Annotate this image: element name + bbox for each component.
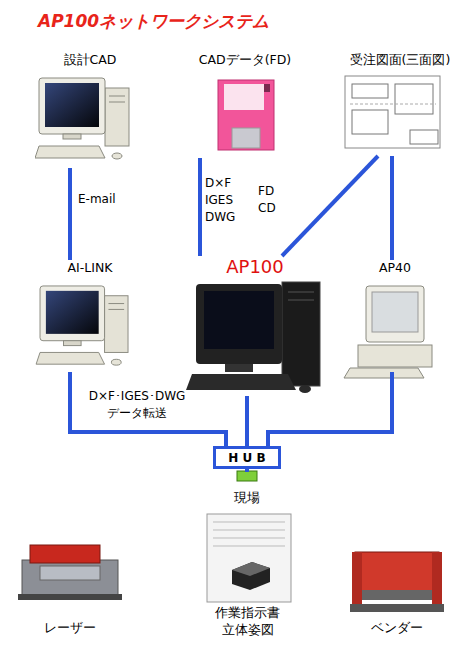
network-line bbox=[268, 372, 392, 446]
device-label: ベンダー bbox=[371, 620, 423, 637]
device-node: レーザー bbox=[12, 540, 128, 636]
network-line bbox=[245, 396, 249, 446]
device-node: 受注図面(三面図) bbox=[335, 52, 465, 156]
network-line bbox=[68, 168, 72, 260]
device-node: 設計CAD bbox=[30, 52, 150, 168]
network-line bbox=[282, 156, 378, 256]
ap100-computer bbox=[186, 282, 320, 393]
media-label: FD CD bbox=[258, 183, 284, 217]
device-node: CADデータ(FD) bbox=[185, 52, 305, 158]
diagram-title: AP100ネットワークシステム bbox=[38, 10, 269, 33]
device-label: CADデータ(FD) bbox=[199, 52, 291, 69]
device-node: AP40 bbox=[345, 260, 445, 372]
device-label: レーザー bbox=[44, 620, 96, 637]
network-line bbox=[245, 469, 249, 472]
laser-machine bbox=[18, 545, 122, 600]
site-marker bbox=[237, 471, 257, 481]
floppy-disk bbox=[218, 80, 274, 150]
device-node: ベンダー bbox=[342, 548, 452, 636]
work-instruction-sheet bbox=[207, 514, 291, 602]
device-node: AP100 bbox=[180, 256, 330, 396]
ap40-computer bbox=[344, 286, 432, 378]
connection-label: D×F･IGES･DWG データ転送 bbox=[82, 388, 192, 422]
bender-machine bbox=[350, 552, 444, 612]
device-label: 現場 bbox=[234, 490, 260, 507]
network-line bbox=[198, 158, 202, 256]
device-label: 作業指示書 立体姿図 bbox=[195, 605, 300, 638]
order-drawing bbox=[345, 76, 440, 148]
ai-link-computer bbox=[36, 286, 128, 365]
cad-computer bbox=[35, 78, 129, 159]
hub-box: H U B bbox=[213, 446, 281, 469]
device-label: AP40 bbox=[379, 260, 411, 277]
network-line bbox=[390, 156, 394, 260]
hub-label: H U B bbox=[228, 450, 265, 466]
connection-label: D×F IGES DWG bbox=[205, 175, 245, 226]
device-node: 現場 bbox=[222, 472, 272, 506]
device-label: 受注図面(三面図) bbox=[350, 52, 451, 69]
connection-label: E-mail bbox=[78, 191, 128, 208]
device-label: AP100 bbox=[226, 256, 284, 278]
network-line bbox=[70, 372, 226, 446]
device-label: 設計CAD bbox=[64, 52, 117, 69]
device-node: 作業指示書 立体姿図 bbox=[195, 508, 300, 638]
device-node: AI-LINK bbox=[30, 260, 150, 372]
device-label: AI-LINK bbox=[68, 260, 113, 277]
